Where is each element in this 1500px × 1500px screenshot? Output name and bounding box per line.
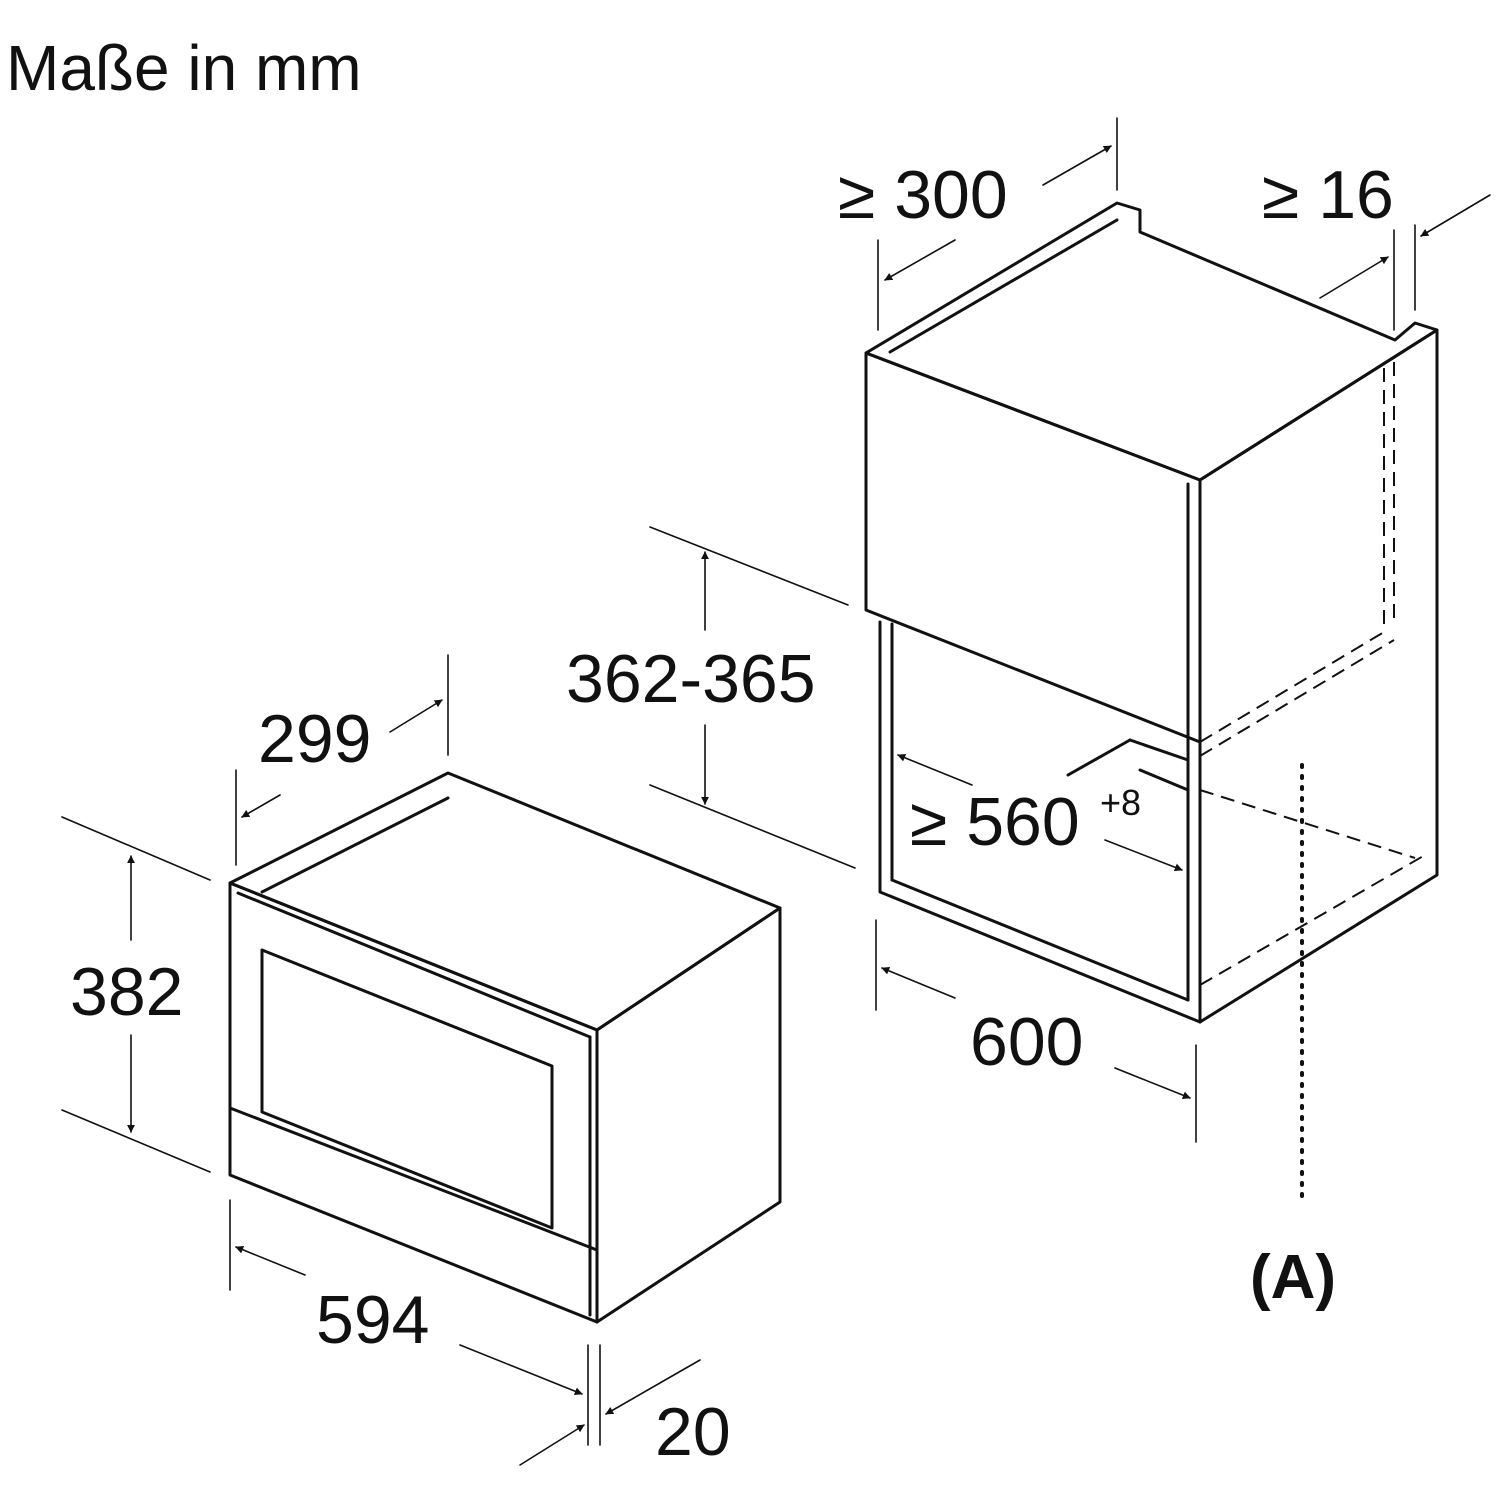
niche-inner-width-tolerance: +8 [1100, 782, 1141, 823]
units-title: Maße in mm [6, 32, 362, 104]
cabinet-dimensions [649, 117, 1491, 1143]
niche-rear-gap-label: ≥ 16 [1262, 157, 1394, 233]
appliance-dimensions [61, 654, 701, 1466]
appliance-drawing [228, 771, 782, 1324]
cabinet-drawing [864, 201, 1439, 1207]
appliance-height-label: 382 [70, 954, 183, 1030]
appliance-depth-label: 299 [258, 701, 371, 777]
appliance-width-label: 594 [316, 1282, 429, 1358]
niche-height-label: 362-365 [566, 641, 816, 717]
niche-depth-label: ≥ 300 [838, 157, 1008, 233]
appliance-front-label: 20 [655, 1394, 731, 1470]
niche-width-label: 600 [970, 1004, 1083, 1080]
niche-inner-width-label: ≥ 560 [910, 784, 1080, 860]
callout-a-label: (A) [1250, 1243, 1336, 1312]
